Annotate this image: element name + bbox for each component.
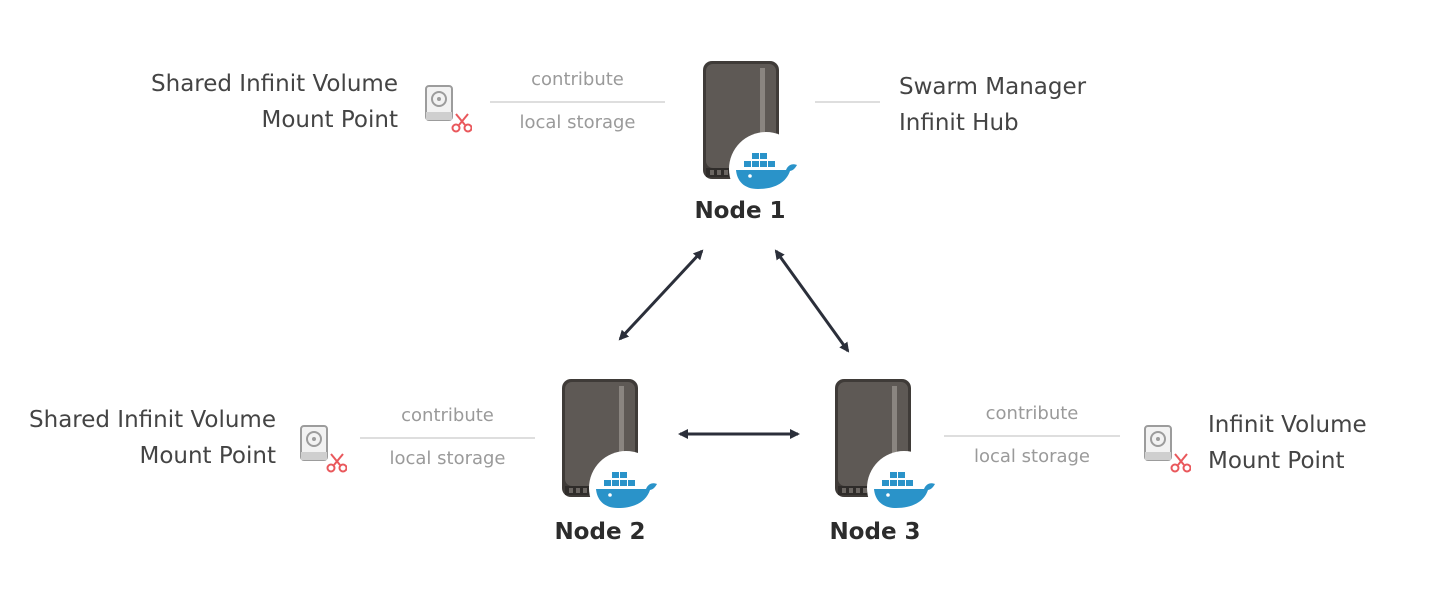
node2-mount-line1: Shared Infinit Volume (29, 407, 276, 433)
node3-mount-label: Infinit Volume Mount Point (1208, 407, 1367, 479)
node3-mount-line2: Mount Point (1208, 448, 1345, 474)
node1-storage-divider (490, 101, 665, 103)
node1-mount-label: Shared Infinit Volume Mount Point (118, 66, 398, 138)
node2-hard-drive-icon (300, 425, 347, 473)
node2-mount-line2: Mount Point (139, 443, 276, 469)
node1-hard-drive-icon (425, 85, 472, 133)
arrow-node1-node3 (774, 249, 850, 353)
node2-title: Node 2 (554, 519, 646, 545)
node1-storage-label: local storage (519, 112, 636, 133)
node1-title: Node 1 (694, 198, 786, 224)
node3-contribute-label: contribute (985, 403, 1079, 424)
node3-mount-line1: Infinit Volume (1208, 412, 1367, 438)
node1-docker-whale-icon (729, 132, 803, 206)
node3-storage-divider (944, 435, 1120, 437)
node1-mount-line2: Mount Point (261, 107, 398, 133)
node3-docker-whale-icon (867, 451, 941, 525)
node2-storage-divider (360, 437, 535, 439)
node3-title: Node 3 (829, 519, 921, 545)
node1-mount-line1: Shared Infinit Volume (151, 71, 398, 97)
node1-role-label: Swarm Manager Infinit Hub (899, 69, 1086, 141)
arrow-node1-node2 (618, 249, 704, 341)
node2-storage-label: local storage (389, 448, 506, 469)
node2-contribute-label: contribute (401, 405, 494, 426)
node1-role-connector (815, 101, 880, 103)
node3-hard-drive-icon (1144, 425, 1191, 473)
node3-storage-label: local storage (973, 446, 1091, 467)
node1-role-line2: Infinit Hub (899, 110, 1019, 136)
node2-mount-label: Shared Infinit Volume Mount Point (0, 402, 276, 474)
node1-role-line1: Swarm Manager (899, 74, 1087, 100)
node2-docker-whale-icon (589, 451, 663, 525)
node1-contribute-label: contribute (531, 69, 624, 90)
